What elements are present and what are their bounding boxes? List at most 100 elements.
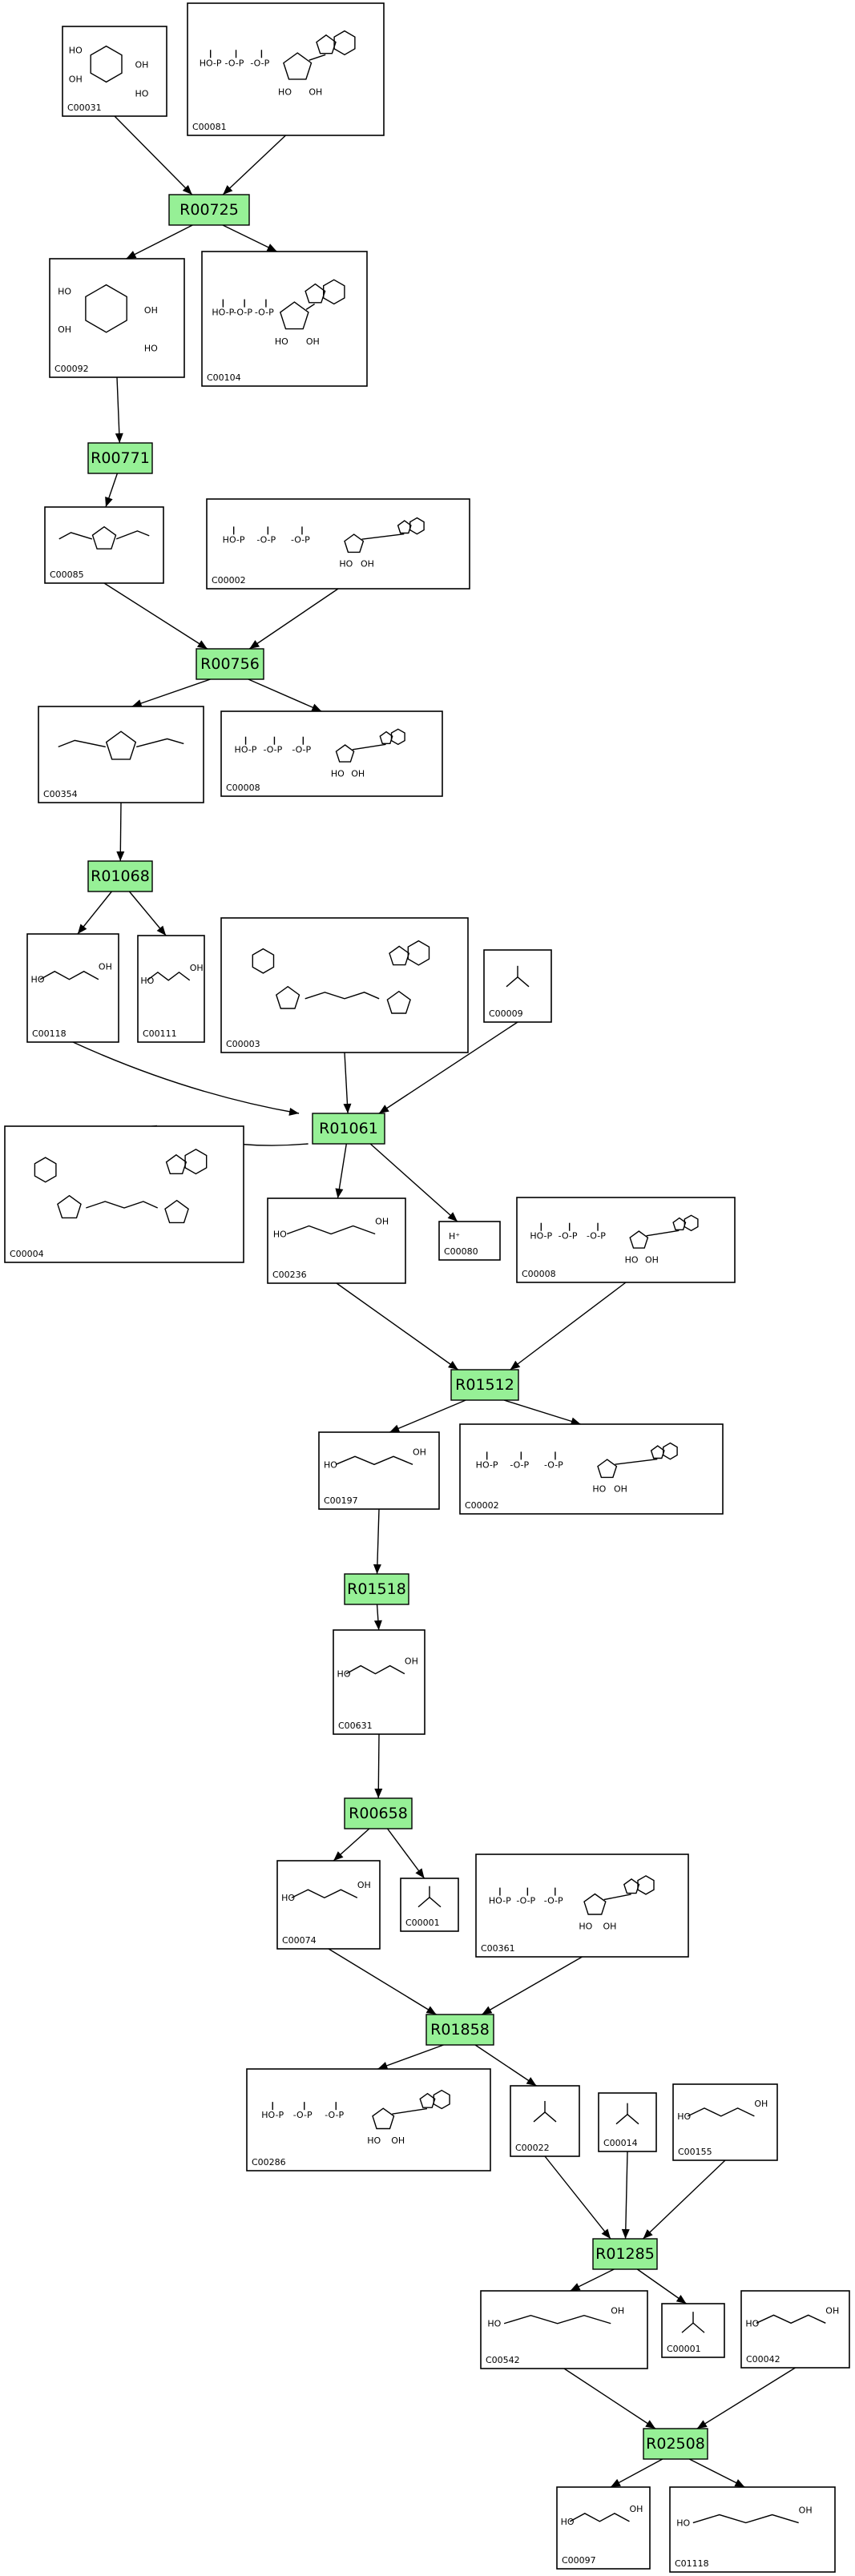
svg-text:-O-P: -O-P [233,308,252,318]
svg-text:OH: OH [375,1217,389,1227]
arrowhead [526,2077,537,2086]
arrowhead [378,1105,389,1113]
compound-id: C00080 [444,1246,478,1257]
compound-id: C00097 [562,2555,596,2566]
reaction-node[interactable]: R00725 [168,194,250,226]
structure-drawing: HO OH [281,1880,371,1903]
compound-id: C00111 [143,1028,177,1039]
compound-id: C00354 [43,789,78,799]
svg-text:HO: HO [677,2111,691,2122]
compound-node[interactable]: C00009 [483,949,552,1023]
compound-node[interactable]: C00085 [44,506,164,584]
edge-line [376,1508,380,1575]
arrowhead [131,699,143,707]
arrowhead [389,1424,401,1432]
svg-text:-O-P: -O-P [263,745,282,755]
reaction-node[interactable]: R01858 [425,2014,494,2046]
compound-id: C00002 [465,1500,499,1511]
compound-node[interactable]: C00354 [38,706,204,803]
svg-text:OH: OH [357,1880,371,1890]
edge-layer [72,115,796,2488]
arrowhead [510,1360,521,1370]
svg-text:OH: OH [135,60,148,70]
compound-node[interactable]: C00014 [598,2092,657,2152]
edge-line [696,2367,796,2429]
svg-text:-O-P: -O-P [250,58,269,68]
compound-id: C00022 [515,2143,550,2153]
compound-id: C00104 [207,372,241,383]
reaction-node[interactable]: R01061 [312,1113,385,1145]
edge-line [510,1282,627,1371]
structure-drawing: HO OH [324,1447,426,1470]
svg-text:-O-P: -O-P [559,1231,578,1242]
compound-node[interactable]: C00004 [4,1125,244,1263]
reaction-label: R01061 [319,1120,378,1137]
svg-text:OH: OH [306,336,320,347]
reaction-node[interactable]: R01285 [592,2238,658,2270]
compound-id: C00631 [338,1721,373,1731]
reaction-node[interactable]: R01512 [450,1369,519,1401]
edge-line [131,678,211,707]
reaction-node[interactable]: R01518 [344,1573,409,1605]
svg-text:HO: HO [324,1459,337,1470]
compound-node[interactable]: C00022 [510,2085,580,2157]
compound-id: C00118 [32,1028,67,1039]
svg-text:OH: OH [825,2305,839,2316]
svg-text:HO: HO [281,1893,295,1903]
svg-text:-O-P: -O-P [516,1896,535,1906]
svg-text:OH: OH [413,1447,426,1457]
compound-node[interactable]: C00001 [400,1878,459,1932]
reaction-node[interactable]: R01068 [87,860,153,892]
svg-text:OH: OH [144,305,158,316]
svg-text:OH: OH [309,87,322,97]
svg-text:HO: HO [625,1254,639,1265]
arrowhead [373,1564,381,1574]
edge-line [563,2368,656,2429]
edge-line [114,115,193,195]
svg-text:-O-P: -O-P [544,1896,563,1906]
svg-text:HO: HO [337,1669,351,1680]
edge-line [544,2155,611,2240]
arrowhead [77,924,87,934]
compound-node[interactable]: H⁺C00080 [438,1221,501,1261]
compound-node[interactable]: C00003 [220,917,469,1053]
svg-text:HO: HO [592,1484,606,1495]
svg-text:-O-P: -O-P [291,534,310,545]
reaction-node[interactable]: R00771 [87,442,153,474]
reaction-node[interactable]: R02508 [643,2428,708,2460]
edge-line [126,224,193,260]
arrowhead [696,2420,708,2429]
reaction-node[interactable]: R00658 [344,1797,413,1829]
compound-id: C00092 [54,364,89,374]
reaction-node[interactable]: R00756 [196,648,264,680]
arrowhead [734,2479,745,2487]
compound-node[interactable]: C00001 [661,2303,725,2358]
edge-line [222,135,286,195]
svg-text:HO: HO [331,768,345,779]
